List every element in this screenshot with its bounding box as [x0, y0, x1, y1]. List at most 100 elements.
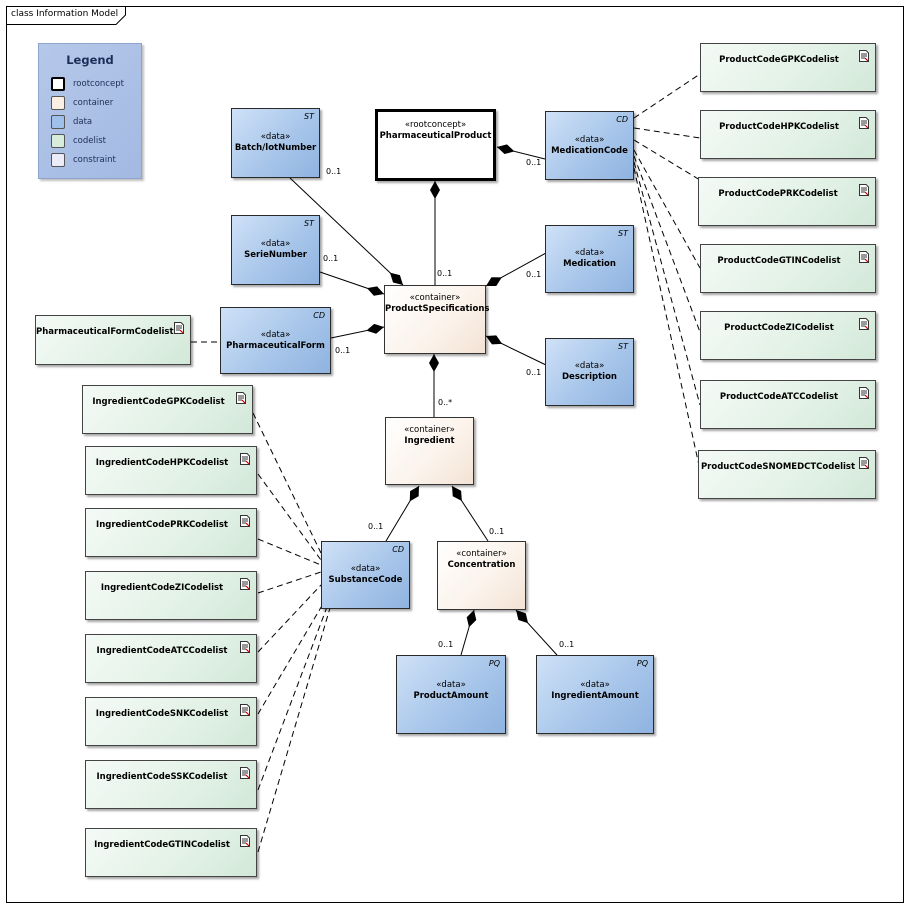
edge-substance-ingredient — [385, 485, 420, 542]
codelist-product-hpk[interactable]: ProductCodeHPKCodelist — [700, 110, 876, 159]
codelist-name: PharmaceuticalFormCodelist — [36, 327, 174, 337]
type-tag: PQ — [488, 659, 500, 668]
class-serie-number[interactable]: ST «data» SerieNumber — [231, 215, 320, 285]
class-name: ProductSpecifications — [385, 304, 490, 314]
edge-batch-specifications — [289, 177, 404, 286]
stereotype-label: «data» — [260, 132, 291, 142]
codelist-product-snomedct[interactable]: ProductCodeSNOMEDCTCodelist — [698, 450, 876, 499]
codelist-name: IngredientCodeSNKCodelist — [95, 709, 229, 719]
codelist-name: ProductCodeGTINCodelist — [717, 256, 841, 266]
codelist-name: ProductCodeGPKCodelist — [719, 55, 839, 65]
document-icon — [240, 578, 250, 590]
multiplicity-medication-code: 0..1 — [526, 158, 542, 167]
class-name: SubstanceCode — [328, 575, 403, 585]
codelist-product-zi[interactable]: ProductCodeZICodelist — [700, 311, 876, 360]
class-ingredient-amount[interactable]: PQ «data» IngredientAmount — [536, 655, 654, 734]
codelist-name: ProductCodeSNOMEDCTCodelist — [700, 462, 856, 472]
class-batch-lot-number[interactable]: ST «data» Batch/lotNumber — [231, 108, 320, 178]
composition-lines — [289, 144, 558, 656]
multiplicity-spec-root: 0..1 — [437, 269, 453, 278]
stereotype-label: «data» — [350, 564, 381, 574]
class-description[interactable]: ST «data» Description — [545, 338, 634, 406]
codelist-ingredient-gtin[interactable]: IngredientCodeGTINCodelist — [85, 828, 257, 877]
codelist-name: IngredientCodeGPKCodelist — [92, 397, 225, 407]
edge-form-specifications — [330, 323, 385, 339]
document-icon — [240, 835, 250, 847]
codelist-product-prk[interactable]: ProductCodePRKCodelist — [698, 177, 876, 226]
multiplicity-serie: 0..1 — [323, 254, 339, 263]
document-icon — [859, 457, 869, 469]
class-name: MedicationCode — [551, 146, 628, 156]
legend-swatch — [51, 77, 65, 91]
document-icon — [859, 117, 869, 129]
document-icon — [859, 184, 869, 196]
stereotype-label: «data» — [436, 680, 466, 690]
edge-ingredientamount-concentration — [515, 609, 558, 656]
document-icon — [236, 392, 246, 404]
codelist-name: IngredientCodeHPKCodelist — [95, 458, 229, 468]
codelist-ingredient-ssk[interactable]: IngredientCodeSSKCodelist — [85, 760, 257, 809]
codelist-name: IngredientCodePRKCodelist — [96, 520, 228, 530]
class-name: Description — [562, 372, 617, 382]
class-product-specifications[interactable]: «container» ProductSpecifications — [384, 285, 490, 354]
codelist-name: ProductCodeZICodelist — [724, 323, 834, 333]
class-medication[interactable]: ST «data» Medication — [545, 225, 634, 293]
type-tag: CD — [313, 311, 325, 320]
class-name: SerieNumber — [244, 250, 307, 260]
codelist-name: IngredientCodeZICodelist — [100, 583, 224, 593]
multiplicity-product-amount: 0..1 — [438, 640, 454, 649]
class-medication-code[interactable]: CD «data» MedicationCode — [545, 111, 634, 180]
codelist-ingredient-zi[interactable]: IngredientCodeZICodelist — [85, 571, 257, 620]
multiplicity-concentration: 0..1 — [489, 527, 505, 536]
class-name: Medication — [563, 259, 616, 269]
class-product-amount[interactable]: PQ «data» ProductAmount — [396, 655, 506, 734]
codelist-ingredient-gpk[interactable]: IngredientCodeGPKCodelist — [82, 385, 253, 434]
class-pharmaceutical-product[interactable]: «rootconcept» PharmaceuticalProduct — [375, 109, 496, 181]
codelist-name: IngredientCodeGTINCodelist — [94, 840, 230, 850]
type-tag: CD — [392, 545, 404, 554]
type-tag: ST — [618, 342, 628, 351]
type-tag: CD — [616, 115, 628, 124]
document-icon — [240, 641, 250, 653]
class-pharmaceutical-form[interactable]: CD «data» PharmaceuticalForm — [220, 307, 331, 374]
type-tag: ST — [304, 219, 314, 228]
document-icon — [240, 453, 250, 465]
multiplicity-form: 0..1 — [335, 346, 351, 355]
stereotype-label: «data» — [580, 680, 610, 690]
stereotype-label: «data» — [260, 239, 291, 249]
legend-label: codelist — [73, 136, 106, 146]
codelist-product-gtin[interactable]: ProductCodeGTINCodelist — [700, 244, 876, 293]
codelist-name: ProductCodePRKCodelist — [718, 189, 838, 199]
multiplicity-substance: 0..1 — [368, 522, 384, 531]
edge-product-medicationcode — [496, 144, 546, 160]
codelist-ingredient-prk[interactable]: IngredientCodePRKCodelist — [85, 508, 257, 557]
codelist-product-gpk[interactable]: ProductCodeGPKCodelist — [700, 43, 876, 92]
edge-productamount-concentration — [460, 609, 477, 656]
frame-title: class Information Model — [11, 9, 119, 19]
stereotype-label: «data» — [574, 361, 605, 371]
codelist-ingredient-atc[interactable]: IngredientCodeATCCodelist — [85, 634, 257, 683]
frame-title-tab: class Information Model — [6, 6, 126, 25]
class-name: Ingredient — [404, 436, 455, 446]
document-icon — [240, 704, 250, 716]
class-concentration[interactable]: «container» Concentration — [437, 541, 526, 610]
class-substance-code[interactable]: CD «data» SubstanceCode — [321, 541, 410, 609]
codelist-dependency-lines — [191, 73, 701, 853]
stereotype-label: «data» — [574, 135, 605, 145]
stereotype-label: «data» — [574, 248, 605, 258]
codelist-ingredient-snk[interactable]: IngredientCodeSNKCodelist — [85, 697, 257, 746]
codelist-pharmaceutical-form[interactable]: PharmaceuticalFormCodelist — [35, 315, 191, 365]
document-icon — [240, 767, 250, 779]
codelist-name: IngredientCodeSSKCodelist — [96, 772, 228, 782]
class-name: IngredientAmount — [551, 691, 639, 701]
codelist-name: IngredientCodeATCCodelist — [96, 646, 228, 656]
codelist-product-atc[interactable]: ProductCodeATCCodelist — [700, 380, 876, 429]
class-ingredient[interactable]: «container» Ingredient — [385, 417, 474, 485]
document-icon — [859, 387, 869, 399]
codelist-ingredient-hpk[interactable]: IngredientCodeHPKCodelist — [85, 446, 257, 495]
class-name: PharmaceuticalForm — [226, 341, 325, 351]
legend-label: data — [73, 117, 93, 127]
document-icon — [240, 515, 250, 527]
edge-serie-specifications — [319, 271, 385, 296]
